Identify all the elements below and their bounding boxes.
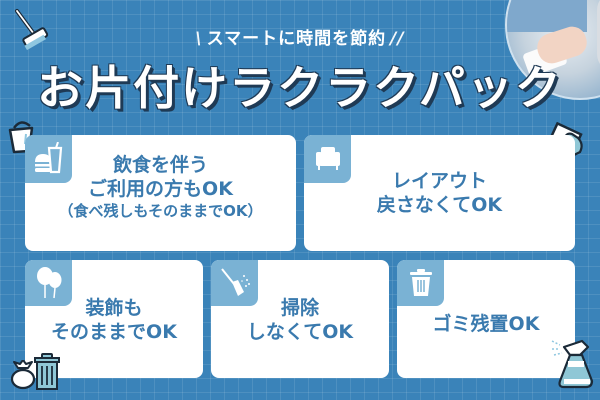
card-icon-tab	[304, 135, 351, 183]
subtitle-text: スマートに時間を節約	[206, 29, 387, 49]
garbage-bag-icon	[10, 360, 36, 390]
spray-bottle-icon	[550, 333, 598, 393]
card-icon-tab	[25, 260, 72, 306]
trash-bin-icon	[33, 353, 61, 391]
squeegee-icon	[12, 8, 50, 50]
card-note: （食べ残しもそのままでOK）	[58, 202, 263, 220]
trash-can-icon	[408, 268, 434, 298]
card-layout: レイアウト 戻さなくてOK	[304, 135, 575, 251]
broom-icon	[218, 266, 252, 300]
armchair-icon	[313, 144, 343, 174]
card-text: 掃除 しなくてOK	[246, 297, 354, 343]
card-icon-tab	[25, 135, 72, 183]
card-trash: ゴミ残置OK	[397, 260, 575, 378]
card-text: ゴミ残置OK	[432, 313, 540, 335]
burger-drink-icon	[32, 142, 66, 176]
card-icon-tab	[397, 260, 444, 306]
card-cleaning: 掃除 しなくてOK	[211, 260, 389, 378]
page-title: お片付けラクラクパック	[37, 61, 563, 115]
card-icon-tab	[211, 260, 258, 306]
card-text: 装飾も そのままでOK	[51, 297, 177, 343]
card-text: レイアウト 戻さなくてOK	[376, 170, 503, 216]
card-food-drink: 飲食を伴う ご利用の方もOK （食べ残しもそのままでOK）	[25, 135, 296, 251]
balloons-icon	[34, 266, 64, 300]
card-text: 飲食を伴う ご利用の方もOK （食べ残しもそのままでOK）	[25, 153, 296, 221]
subtitle: \スマートに時間を節約//	[195, 29, 405, 49]
